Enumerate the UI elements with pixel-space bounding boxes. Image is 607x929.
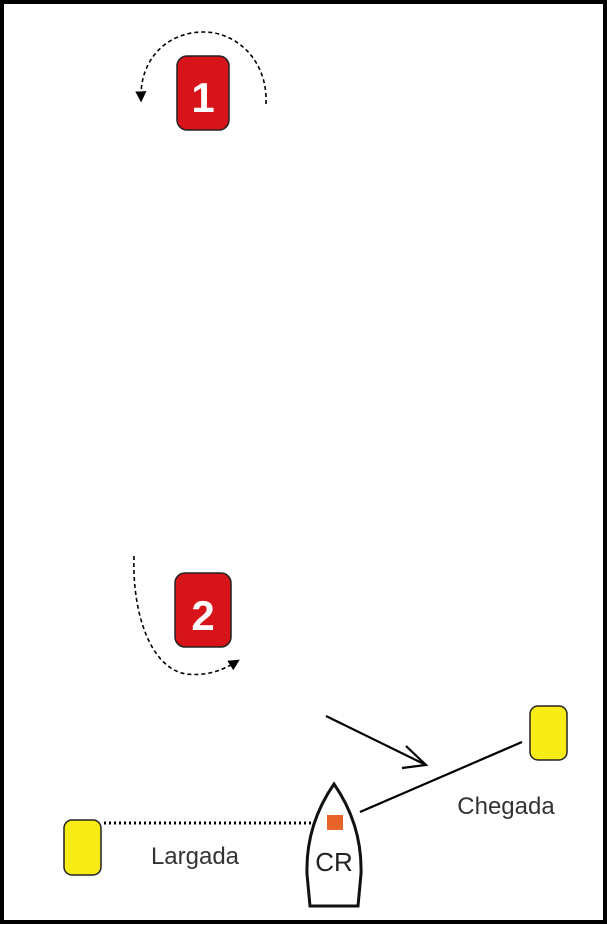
committee-boat-label: CR [315, 847, 353, 877]
finish-buoy [530, 706, 567, 760]
committee-boat-flag [327, 815, 343, 830]
start-buoy [64, 820, 101, 875]
mark-2-number: 2 [191, 592, 214, 639]
start-label: Largada [151, 843, 240, 870]
finish-label: Chegada [457, 793, 555, 820]
mark-1-number: 1 [191, 74, 214, 121]
